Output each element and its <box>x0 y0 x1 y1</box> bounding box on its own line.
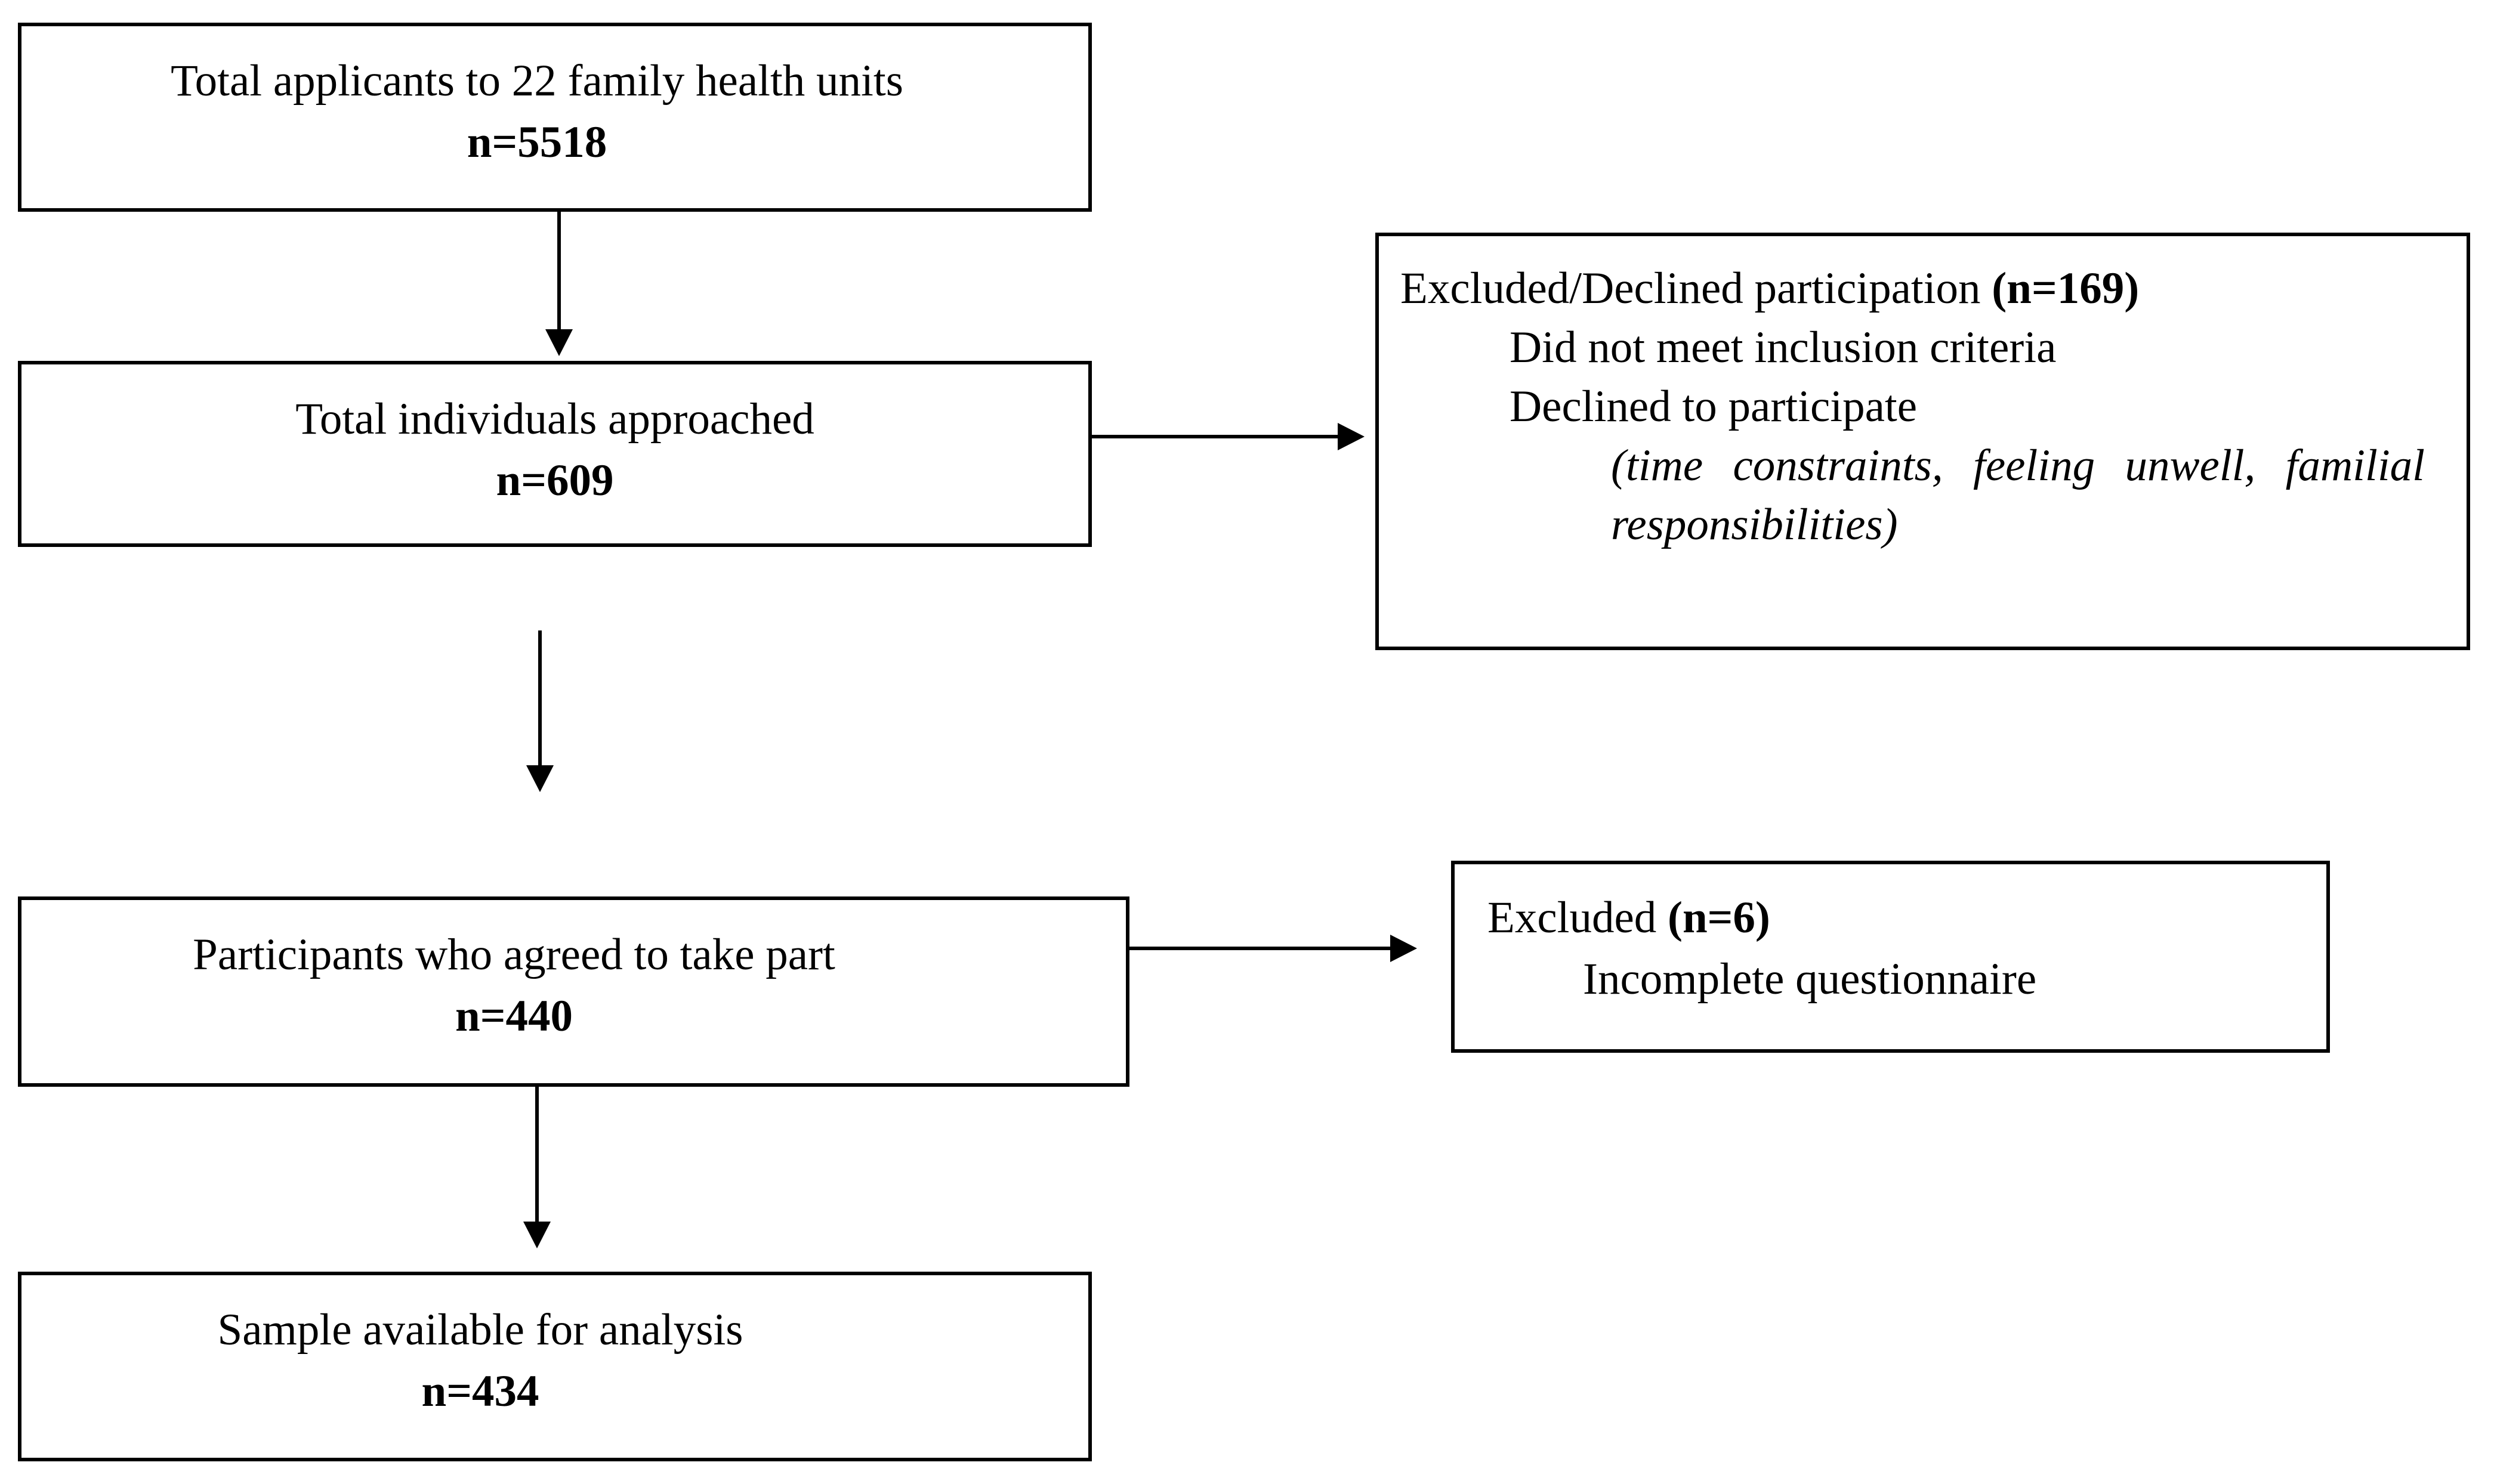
flow-box-individuals-approached: Total individuals approached n=609 <box>18 361 1092 547</box>
arrow-down-head-icon <box>545 329 573 356</box>
side-box-title-count: (n=6) <box>1667 893 1770 942</box>
arrow-applicants-to-approached-shaft <box>557 212 561 329</box>
flow-box-excluded-declined: Excluded/Declined participation (n=169) … <box>1375 233 2470 650</box>
arrow-down-head-icon <box>523 1222 551 1248</box>
side-box-title: Excluded/Declined participation (n=169) <box>1400 259 2425 318</box>
flow-box-total-applicants: Total applicants to 22 family health uni… <box>18 23 1092 212</box>
exclusion-note-line: responsibilities) <box>1611 500 1898 549</box>
box-count: n=440 <box>455 991 573 1041</box>
arrow-down-head-icon <box>526 765 554 792</box>
box-title: Sample available for analysis <box>217 1305 743 1355</box>
arrow-approached-to-excluded-shaft <box>1092 435 1338 438</box>
side-box-title-text: Excluded <box>1487 893 1668 942</box>
box-title: Total applicants to 22 family health uni… <box>171 56 903 106</box>
box-count: n=434 <box>421 1366 539 1416</box>
flow-box-excluded-incomplete: Excluded (n=6) Incomplete questionnaire <box>1451 861 2330 1053</box>
box-title: Total individuals approached <box>295 394 814 444</box>
exclusion-reason: Incomplete questionnaire <box>1583 954 2037 1004</box>
exclusion-reason: Did not meet inclusion criteria <box>1510 323 2057 372</box>
arrow-right-head-icon <box>1390 935 1417 962</box>
arrow-agreed-to-sample-shaft <box>535 1087 539 1222</box>
box-count: n=609 <box>496 456 614 505</box>
arrow-approached-to-agreed-shaft <box>538 630 542 765</box>
exclusion-note-line: (time constraints, feeling unwell, famil… <box>1611 441 2425 490</box>
side-box-title-text: Excluded/Declined participation <box>1400 264 1992 313</box>
box-count: n=5518 <box>467 118 607 167</box>
box-title: Participants who agreed to take part <box>193 930 835 979</box>
side-box-title: Excluded (n=6) <box>1487 887 2308 948</box>
side-box-title-count: (n=169) <box>1992 264 2140 313</box>
arrow-right-head-icon <box>1338 423 1365 450</box>
flow-box-participants-agreed: Participants who agreed to take part n=4… <box>18 896 1129 1087</box>
arrow-agreed-to-excluded-shaft <box>1129 947 1390 950</box>
exclusion-reason: Declined to participate <box>1510 382 1918 431</box>
flow-box-sample-for-analysis: Sample available for analysis n=434 <box>18 1272 1092 1461</box>
